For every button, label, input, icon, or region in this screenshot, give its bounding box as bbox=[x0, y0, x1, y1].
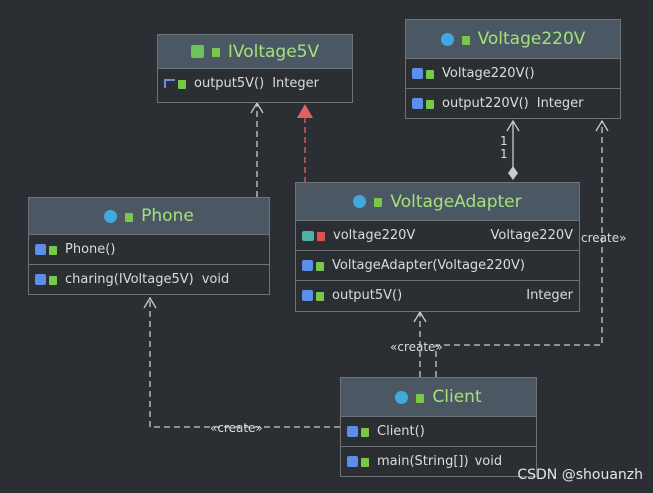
create-label: «create» bbox=[390, 340, 443, 354]
method-row[interactable]: output5V() Integer bbox=[296, 281, 579, 310]
method-icon bbox=[302, 290, 313, 301]
constructor-name: VoltageAdapter(Voltage220V) bbox=[332, 258, 525, 273]
create-label: «create» bbox=[210, 421, 263, 435]
constructor-row[interactable]: VoltageAdapter(Voltage220V) bbox=[296, 251, 579, 280]
class-icon bbox=[353, 195, 367, 208]
method-type: Integer bbox=[536, 96, 584, 111]
constructor-row[interactable]: Phone() bbox=[29, 235, 269, 264]
class-title: Client bbox=[432, 387, 482, 407]
method-name: main(String[]) bbox=[377, 454, 469, 469]
class-icon bbox=[440, 32, 454, 46]
method-icon bbox=[35, 274, 46, 285]
abstract-method-icon bbox=[164, 79, 175, 88]
field-icon bbox=[302, 230, 314, 241]
method-name: output5V() bbox=[332, 288, 403, 303]
constructor-row[interactable]: Client() bbox=[341, 417, 536, 446]
method-row[interactable]: charing(IVoltage5V) void bbox=[29, 265, 269, 294]
multiplicity-label: 1 bbox=[500, 147, 508, 161]
lock-icon bbox=[426, 100, 434, 109]
create-label: create» bbox=[581, 231, 627, 245]
method-icon bbox=[412, 98, 423, 109]
lock-icon bbox=[361, 428, 369, 437]
method-name: output5V() bbox=[194, 76, 265, 91]
constructor-name: Voltage220V() bbox=[442, 66, 535, 81]
method-type: Integer bbox=[526, 288, 573, 303]
class-client[interactable]: Client Client() main(String[]) void bbox=[340, 377, 537, 477]
method-icon bbox=[412, 68, 423, 79]
class-header: Client bbox=[341, 378, 536, 417]
method-row[interactable]: output220V() Integer bbox=[406, 89, 620, 118]
constructor-row[interactable]: Voltage220V() bbox=[406, 59, 620, 88]
lock-icon bbox=[416, 393, 425, 403]
class-header: IVoltage5V bbox=[158, 35, 352, 69]
private-lock-icon bbox=[317, 232, 325, 241]
method-row[interactable]: output5V() Integer bbox=[158, 69, 352, 98]
watermark: CSDN @shouanzh bbox=[517, 467, 643, 483]
interface-icon bbox=[190, 45, 204, 58]
constructor-name: Client() bbox=[377, 424, 425, 439]
field-name: voltage220V bbox=[333, 228, 416, 243]
lock-icon bbox=[461, 35, 470, 45]
method-type: Integer bbox=[272, 76, 319, 91]
class-ivoltage5v[interactable]: IVoltage5V output5V() Integer bbox=[157, 34, 353, 103]
method-type: void bbox=[201, 272, 230, 287]
lock-icon bbox=[426, 70, 434, 79]
field-row[interactable]: voltage220V Voltage220V bbox=[296, 221, 579, 250]
class-header: Voltage220V bbox=[406, 20, 620, 59]
class-icon bbox=[104, 209, 118, 223]
class-icon bbox=[395, 390, 409, 404]
lock-icon bbox=[361, 458, 369, 467]
multiplicity-label: 1 bbox=[500, 134, 508, 148]
lock-icon bbox=[374, 198, 383, 207]
lock-icon bbox=[49, 246, 57, 255]
lock-icon bbox=[49, 276, 57, 285]
static-method-icon bbox=[347, 456, 358, 467]
lock-icon bbox=[211, 48, 220, 57]
class-title: VoltageAdapter bbox=[390, 191, 522, 212]
class-voltage-adapter[interactable]: VoltageAdapter voltage220V Voltage220V V… bbox=[295, 182, 580, 312]
method-icon bbox=[347, 426, 358, 437]
class-header: VoltageAdapter bbox=[296, 183, 579, 221]
class-title: Phone bbox=[141, 206, 194, 226]
method-type: void bbox=[474, 454, 503, 469]
method-name: output220V() bbox=[442, 96, 529, 111]
constructor-name: Phone() bbox=[65, 242, 116, 257]
method-row[interactable]: main(String[]) void bbox=[341, 447, 536, 476]
class-voltage220v[interactable]: Voltage220V Voltage220V() output220V() I… bbox=[405, 19, 621, 119]
lock-icon bbox=[178, 80, 186, 89]
method-name: charing(IVoltage5V) bbox=[65, 272, 194, 287]
class-title: Voltage220V bbox=[477, 29, 586, 49]
lock-icon bbox=[316, 262, 324, 271]
class-header: Phone bbox=[29, 198, 269, 235]
method-icon bbox=[302, 260, 313, 271]
lock-icon bbox=[125, 212, 134, 222]
class-title: IVoltage5V bbox=[227, 41, 320, 62]
field-type: Voltage220V bbox=[490, 228, 573, 243]
class-phone[interactable]: Phone Phone() charing(IVoltage5V) void bbox=[28, 197, 270, 295]
method-icon bbox=[35, 244, 46, 255]
lock-icon bbox=[316, 292, 324, 301]
